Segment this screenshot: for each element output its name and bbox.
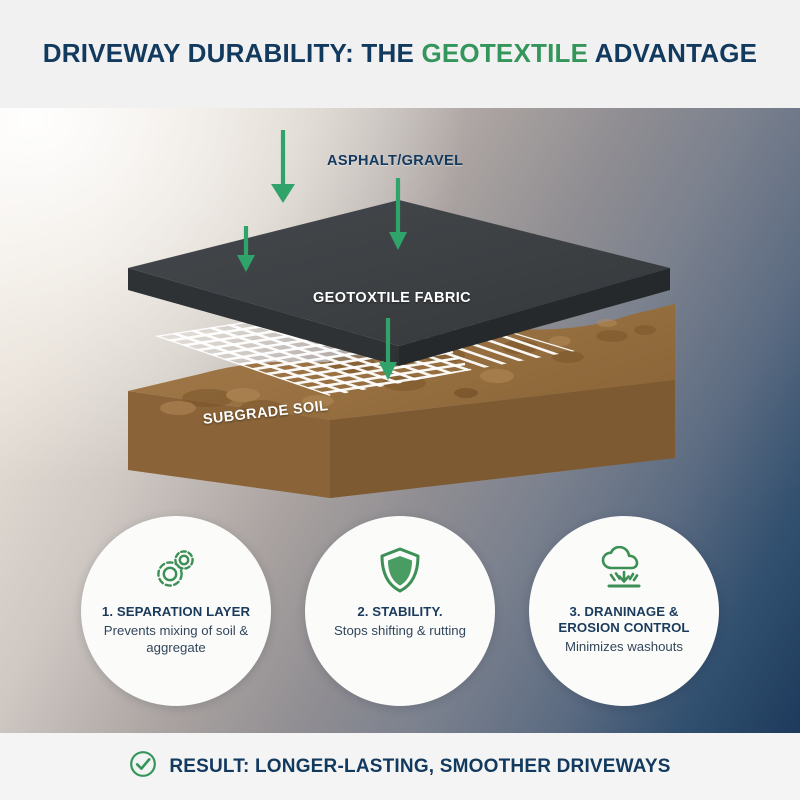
asphalt-left-edge: [128, 268, 399, 366]
benefit-card-title: 1. SEPARATION LAYER: [101, 604, 251, 619]
load-arrow-center: [271, 130, 295, 203]
page-title-accent: Geotextile: [421, 38, 589, 69]
load-arrows-group: [237, 130, 407, 380]
benefit-card-separation-layer[interactable]: 1. SEPARATION LAYER Prevents mixing of s…: [81, 516, 271, 706]
asphalt-top-face: [128, 200, 670, 346]
gears-icon: [151, 544, 201, 596]
benefit-card-description: Prevents mixing of soil & aggregate: [103, 623, 249, 655]
benefit-card-description: Minimizes washouts: [565, 639, 683, 655]
footer-bar: Result: Longer-Lasting, Smoother Drivewa…: [0, 733, 800, 800]
page-title-part1: Driveway Durability: The: [42, 38, 422, 69]
benefit-card-description: Stops shifting & rutting: [334, 623, 466, 639]
benefit-cards: 1. SEPARATION LAYER Prevents mixing of s…: [0, 513, 800, 718]
page-title: Driveway Durability: The Geotextile Adva…: [40, 37, 760, 70]
load-arrow-right: [389, 178, 407, 250]
benefit-card-title: 2. STABILITY.: [357, 604, 443, 619]
benefit-card-drainage-erosion[interactable]: 3. DRANINAGE & EROSION CONTROL Minimizes…: [529, 516, 719, 706]
shield-icon: [378, 544, 422, 596]
load-arrow-through-fabric: [379, 318, 397, 380]
soil-front-right-face: [330, 380, 675, 498]
rain-cloud-icon: [598, 544, 650, 596]
header-bar: Driveway Durability: The Geotextile Adva…: [0, 0, 800, 108]
benefit-card-stability[interactable]: 2. STABILITY. Stops shifting & rutting: [305, 516, 495, 706]
asphalt-gravel-slab: [128, 200, 670, 366]
asphalt-right-edge: [399, 268, 670, 366]
check-circle-icon: [129, 750, 157, 783]
soil-front-left-face: [128, 391, 330, 498]
benefit-card-title: 3. DRANINAGE & EROSION CONTROL: [558, 604, 690, 636]
load-arrow-left: [237, 226, 255, 272]
page-title-part2: Advantage: [588, 38, 758, 69]
layer-diagram-svg: [128, 130, 675, 498]
footer-result-text: Result: Longer-Lasting, Smoother Drivewa…: [169, 755, 671, 777]
